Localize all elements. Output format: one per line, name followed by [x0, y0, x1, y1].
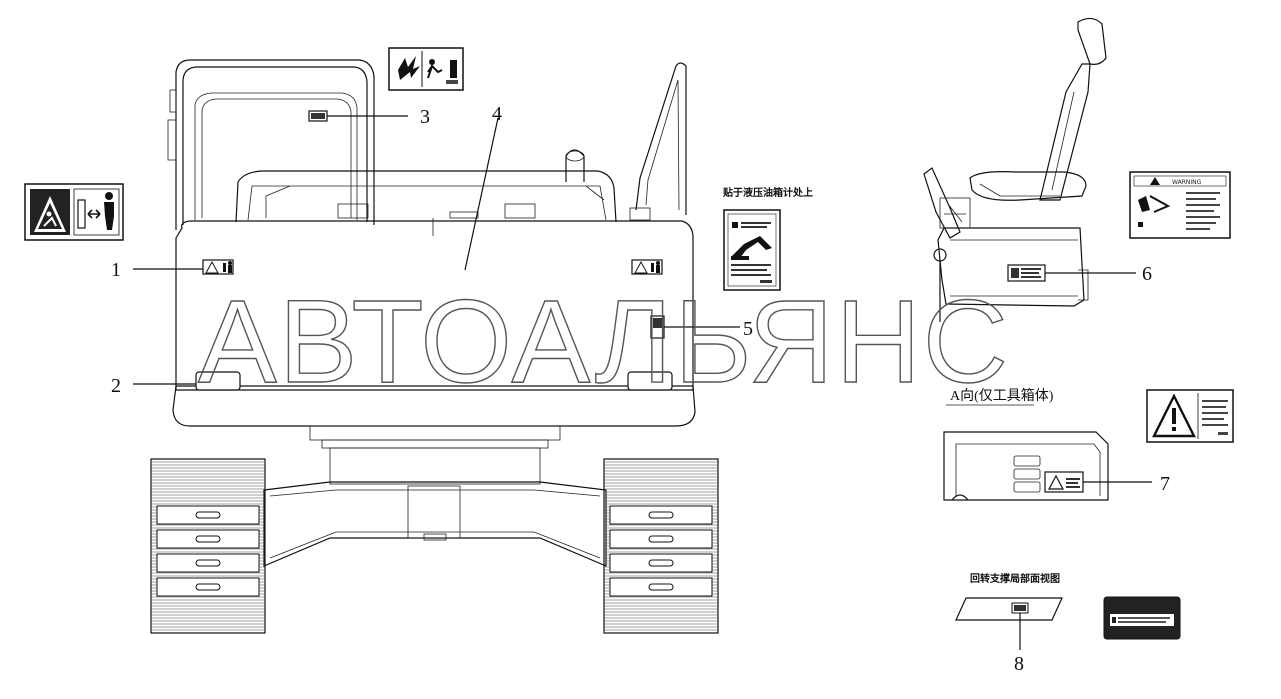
callout-3: 3 [420, 106, 430, 128]
track-pad [156, 529, 260, 549]
leader-lines [133, 115, 1152, 650]
track-pad [156, 553, 260, 573]
track-pad [609, 577, 713, 597]
callout-6: 6 [1142, 263, 1152, 285]
track-pad [156, 577, 260, 597]
decal-crush-hazard-right [631, 259, 663, 275]
track-pad-slot [195, 559, 221, 567]
excavator-rear-view [167, 59, 696, 567]
decal-keep-clear-enlarged [24, 183, 124, 241]
decal-slewing [1011, 602, 1029, 614]
decal-slewing-enlarged [1103, 596, 1181, 640]
track-pad [609, 529, 713, 549]
track-pad-slot [648, 583, 674, 591]
decal-cab-window [308, 110, 328, 122]
track-right [603, 458, 719, 634]
callout-1: 1 [111, 259, 121, 281]
decal-warning-enlarged: WARNING [1129, 171, 1231, 239]
decal-caution-enlarged [1146, 389, 1234, 443]
caption-view-a: A向(仅工具箱体) [950, 388, 1054, 404]
callout-5: 5 [743, 318, 753, 340]
caption-hydraulic-tank: 贴于液压油箱计处上 [722, 186, 813, 199]
track-pad [609, 553, 713, 573]
track-pad-slot [648, 511, 674, 519]
callout-labels: 1 2 3 4 5 6 7 8 [111, 103, 1170, 675]
decal-crush-hazard-left [202, 259, 234, 275]
track-pad [156, 505, 260, 525]
track-pad [609, 505, 713, 525]
callout-4: 4 [492, 103, 502, 125]
operator-seat-side-view [923, 17, 1107, 322]
slewing-bearing-view [955, 597, 1063, 621]
callout-2: 2 [111, 375, 121, 397]
decal-hydraulic-tank-enlarged [723, 209, 781, 291]
track-pad-slot [195, 535, 221, 543]
decal-toolbox [1044, 471, 1084, 493]
toolbox-view-a [943, 431, 1109, 501]
warning-decal-title: WARNING [1172, 179, 1202, 186]
track-pad-slot [195, 511, 221, 519]
track-pad-slot [648, 559, 674, 567]
decal-seat-side [1007, 264, 1046, 282]
decal-explosion-enlarged [388, 47, 464, 91]
caption-slewing-view: 回转支撑局部面视图 [970, 572, 1060, 585]
watermark: АВТОАЛЬЯНС [198, 276, 1010, 408]
track-pad-slot [648, 535, 674, 543]
track-pad-slot [195, 583, 221, 591]
callout-8: 8 [1014, 653, 1024, 675]
callout-7: 7 [1160, 473, 1170, 495]
track-left [150, 458, 266, 634]
